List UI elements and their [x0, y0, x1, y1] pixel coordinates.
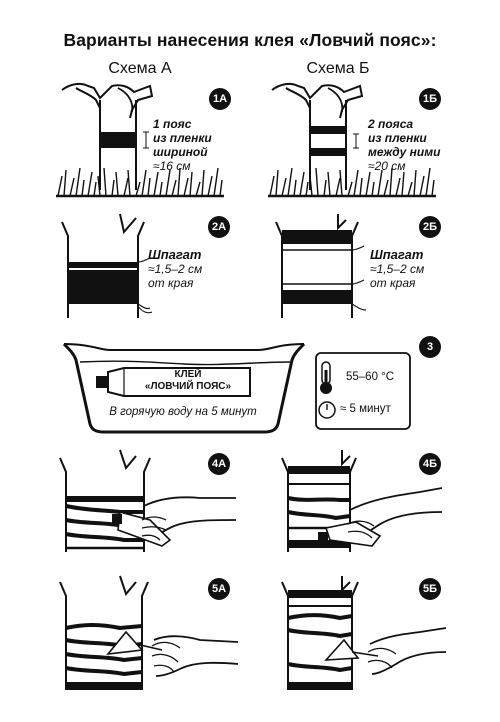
scheme-b-heading: Схема Б [306, 60, 370, 77]
note-1b: 2 пояса из пленки между ними ≈20 см [368, 117, 440, 173]
tube-label: КЛЕЙ «ЛОВЧИЙ ПОЯС» [128, 369, 248, 393]
note-2b: Шпагат ≈1,5–2 см от края [370, 247, 425, 291]
note-2a-line1: Шпагат [148, 247, 202, 262]
note-2b-line2: ≈1,5–2 см [370, 262, 425, 276]
note-1b-line2: из пленки [368, 131, 427, 145]
note-1b-line4: ≈20 см [368, 159, 406, 173]
step-badge-1b: 1Б [419, 88, 441, 110]
note-2a-line3: от края [148, 276, 194, 290]
note-1a-line3: шириной [153, 145, 208, 159]
step-badge-5b: 5Б [419, 578, 441, 600]
page-title: Варианты нанесения клея «Ловчий пояс»: [63, 30, 437, 50]
note-1a-line4: ≈16 см [153, 159, 191, 173]
tube-label-line2: «ЛОВЧИЙ ПОЯС» [144, 381, 232, 392]
step-badge-4a: 4А [208, 453, 230, 475]
note-2b-line3: от края [370, 276, 416, 290]
scheme-a-heading: Схема А [108, 60, 172, 77]
step-badge-3: 3 [419, 336, 441, 358]
note-2a: Шпагат ≈1,5–2 см от края [148, 247, 203, 291]
step-badge-4b: 4Б [419, 453, 441, 475]
note-1a: 1 пояс из пленки шириной ≈16 см [153, 117, 212, 173]
time-value: ≈ 5 минут [340, 403, 391, 415]
step-badge-2b: 2Б [419, 216, 441, 238]
note-2b-line1: Шпагат [370, 247, 424, 262]
step-badge-2a: 2А [208, 216, 230, 238]
step-badge-5a: 5А [208, 578, 230, 600]
tube-label-line1: КЛЕЙ [174, 369, 202, 380]
note-2a-line2: ≈1,5–2 см [148, 262, 203, 276]
note-1a-line1: 1 пояс [153, 117, 192, 131]
note-1b-line1: 2 пояса [368, 117, 414, 131]
step-badge-1a: 1А [209, 88, 231, 110]
note-1a-line2: из пленки [153, 131, 212, 145]
temperature-value: 55–60 °C [346, 371, 395, 383]
water-caption: В горячую воду на 5 минут [109, 406, 257, 418]
note-1b-line3: между ними [368, 145, 441, 159]
